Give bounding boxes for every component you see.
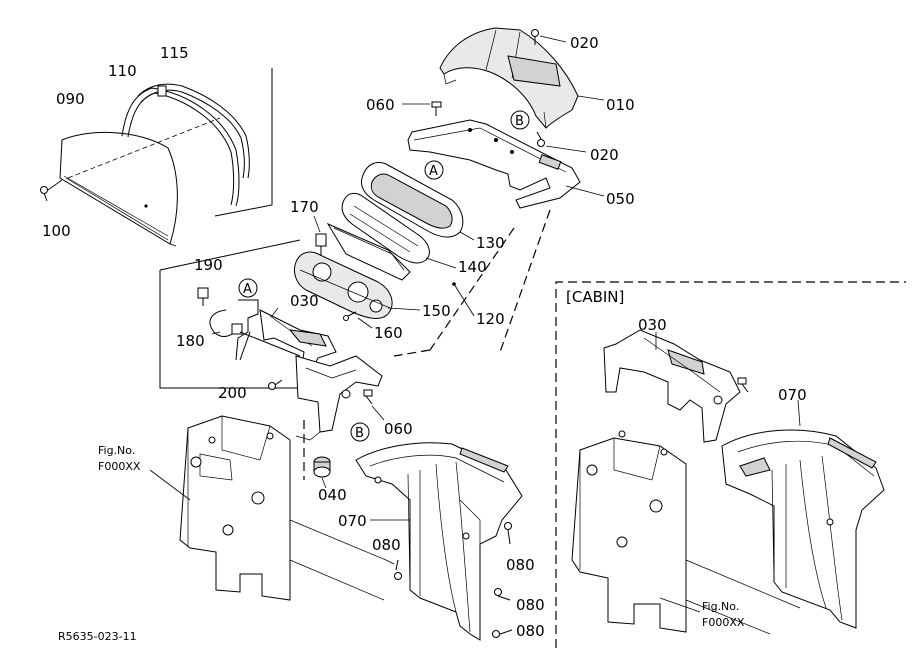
callout-120: 120 [476, 310, 505, 328]
callout-150: 150 [422, 302, 451, 320]
callout-140: 140 [458, 258, 487, 276]
callout-080-right3: 080 [516, 622, 545, 640]
callout-080-left: 080 [372, 536, 401, 554]
screw-160 [343, 311, 373, 329]
callout-070-cabin: 070 [778, 386, 807, 404]
callout-180: 180 [176, 332, 205, 350]
frame-110 [121, 87, 240, 207]
callout-100: 100 [42, 222, 71, 240]
callout-020-lower: 020 [590, 146, 619, 164]
cabin-bracket-030 [603, 329, 749, 443]
fig-ref-left-code: F000XX [98, 460, 141, 473]
column-support [295, 355, 385, 441]
bushing-040 [313, 456, 331, 489]
seal-115 [137, 83, 250, 179]
cabin-section-label: [CABIN] [566, 288, 624, 306]
fig-ref-left-label: Fig.No. [98, 444, 135, 457]
fig-reference-right: Fig.No. F000XX [702, 600, 745, 629]
callout-050: 050 [606, 190, 635, 208]
callout-190: 190 [194, 256, 223, 274]
callout-040: 040 [318, 486, 347, 504]
dash-panel-050 [407, 119, 605, 209]
bezel-130 [361, 162, 475, 241]
ref-mark-a-lower: A [243, 282, 252, 297]
cover-010 [439, 27, 605, 129]
screw-200 [268, 379, 283, 390]
bulb-170 [313, 215, 327, 256]
fig-ref-right-label: Fig.No. [702, 600, 739, 613]
cabin-section-outline [555, 281, 906, 648]
dashed-leaders [303, 209, 551, 480]
windscreen-panel-090 [59, 68, 273, 247]
bracket-030 [239, 307, 337, 381]
callout-060-upper: 060 [366, 96, 395, 114]
lens-140 [341, 192, 457, 269]
callout-labels: 020 010 060 020 050 130 140 150 120 160 … [42, 34, 807, 640]
figure-code: R5635-023-11 [58, 630, 137, 643]
callout-010: 010 [606, 96, 635, 114]
callout-080-right2: 080 [516, 596, 545, 614]
cabin-cover-070 [721, 399, 885, 629]
cabin-lower-frame [571, 430, 801, 635]
left-group-outline [159, 239, 301, 389]
harness-180-190 [197, 287, 259, 361]
callout-030-main: 030 [290, 292, 319, 310]
callout-080-right1: 080 [506, 556, 535, 574]
callout-160: 160 [374, 324, 403, 342]
screw-060-upper [402, 101, 442, 116]
lower-cover-070 [355, 442, 523, 641]
gasket-120 [326, 222, 475, 317]
meter-panel-150 [293, 251, 421, 319]
callout-115: 115 [160, 44, 189, 62]
callout-030-cabin: 030 [638, 316, 667, 334]
callout-070-main: 070 [338, 512, 367, 530]
reference-marks: B A A B [238, 110, 530, 442]
fig-reference-left: Fig.No. F000XX [98, 444, 141, 473]
ref-mark-a-top: A [429, 164, 438, 179]
callout-020-top: 020 [570, 34, 599, 52]
ref-mark-b-lower: B [355, 426, 364, 441]
callout-090: 090 [56, 90, 85, 108]
callout-170: 170 [290, 198, 319, 216]
callout-110: 110 [108, 62, 137, 80]
callout-060-lower: 060 [384, 420, 413, 438]
lower-frame [149, 415, 395, 601]
ref-mark-b-top: B [515, 114, 524, 129]
callout-200: 200 [218, 384, 247, 402]
screw-100 [40, 179, 63, 202]
callout-130: 130 [476, 234, 505, 252]
screws-080 [394, 522, 513, 638]
screws-020 [531, 29, 587, 153]
fig-ref-right-code: F000XX [702, 616, 745, 629]
